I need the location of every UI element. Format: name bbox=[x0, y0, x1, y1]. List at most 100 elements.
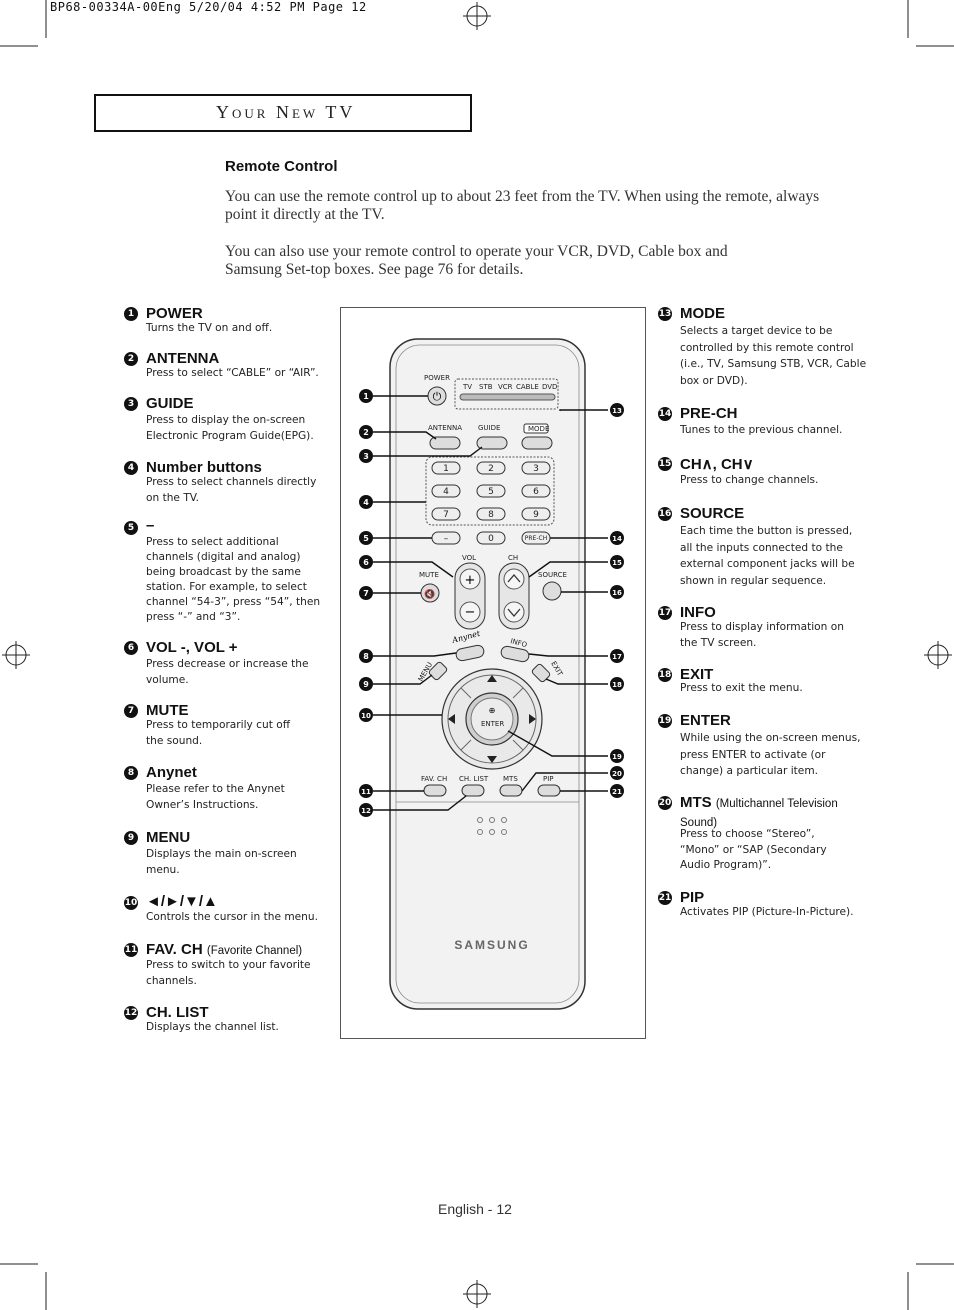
item-name: Number buttons bbox=[146, 459, 262, 476]
callout-number: 12 bbox=[124, 1006, 138, 1020]
item-desc: Tunes to the previous channel. bbox=[680, 424, 843, 436]
callout-number: 8 bbox=[124, 766, 138, 780]
digit-5-label: 5 bbox=[488, 487, 494, 497]
item-desc: Press to display information on the TV s… bbox=[680, 621, 844, 649]
mts-button[interactable] bbox=[499, 784, 523, 797]
vol-down-button[interactable] bbox=[459, 601, 481, 623]
item-desc: Press to select additional channels (dig… bbox=[146, 536, 321, 623]
digit-8-label: 8 bbox=[488, 510, 494, 520]
source-label: SOURCE bbox=[538, 571, 567, 579]
fav-ch-label: FAV. CH bbox=[421, 775, 447, 783]
svg-text:6: 6 bbox=[363, 558, 369, 567]
guide-button[interactable] bbox=[476, 436, 508, 450]
digit-9-label: 9 bbox=[533, 510, 539, 520]
ch-up-button[interactable] bbox=[503, 568, 525, 590]
callout-number: 10 bbox=[124, 896, 138, 910]
vol-label: VOL bbox=[462, 554, 476, 562]
mode-cable: CABLE bbox=[516, 383, 539, 391]
guide-label: GUIDE bbox=[478, 424, 500, 432]
info-button[interactable] bbox=[500, 645, 530, 663]
antenna-button[interactable] bbox=[429, 436, 461, 450]
arrow-up-icon[interactable] bbox=[487, 675, 497, 682]
item-name: MODE bbox=[680, 305, 725, 322]
pip-button[interactable] bbox=[537, 784, 561, 797]
svg-text:16: 16 bbox=[612, 589, 622, 597]
item-name: CH∧, CH∨ bbox=[680, 456, 754, 473]
source-button[interactable] bbox=[542, 581, 562, 601]
vol-up-button[interactable] bbox=[459, 568, 481, 590]
svg-text:10: 10 bbox=[361, 712, 371, 720]
svg-text:8: 8 bbox=[363, 652, 369, 661]
section-title: YOUR NEW TV bbox=[216, 102, 356, 122]
mode-vcr: VCR bbox=[498, 383, 513, 391]
item-desc: Each time the button is pressed, all the… bbox=[680, 525, 855, 587]
fav-ch-button[interactable] bbox=[423, 784, 447, 797]
mode-button[interactable] bbox=[521, 436, 553, 450]
callout-number: 18 bbox=[658, 668, 672, 682]
svg-text:14: 14 bbox=[612, 535, 622, 543]
callout-number: 4 bbox=[124, 461, 138, 475]
callout-number: 19 bbox=[658, 714, 672, 728]
antenna-label: ANTENNA bbox=[428, 424, 462, 432]
digit-6-button[interactable] bbox=[521, 484, 551, 498]
item-desc: Press to display the on-screen Electroni… bbox=[146, 414, 314, 442]
item-name: EXIT bbox=[680, 666, 714, 683]
arrow-left-icon[interactable] bbox=[448, 714, 455, 724]
digit-6-label: 6 bbox=[533, 487, 539, 497]
callout-number: 15 bbox=[658, 457, 672, 471]
pip-label: PIP bbox=[543, 775, 554, 783]
item-desc: Press to temporarily cut off the sound. bbox=[146, 719, 291, 747]
item-desc: Turns the TV on and off. bbox=[146, 322, 273, 334]
digit-4-button[interactable] bbox=[431, 484, 461, 498]
section-title-box bbox=[94, 94, 472, 132]
svg-text:9: 9 bbox=[363, 680, 369, 689]
callout-number: 13 bbox=[658, 307, 672, 321]
item-desc: Displays the main on-screen menu. bbox=[146, 848, 297, 876]
digit-4-label: 4 bbox=[443, 487, 449, 497]
svg-text:21: 21 bbox=[612, 788, 622, 796]
digit-7-button[interactable] bbox=[431, 507, 461, 521]
callout-number: 1 bbox=[124, 307, 138, 321]
digit-0-button[interactable] bbox=[476, 531, 506, 545]
item-desc: While using the on-screen menus, press E… bbox=[680, 732, 861, 777]
digit-2-label: 2 bbox=[488, 464, 494, 474]
item-name: INFO bbox=[680, 604, 716, 621]
digit-1-label: 1 bbox=[443, 464, 449, 474]
power-icon: ⏻ bbox=[433, 390, 442, 403]
digit-9-button[interactable] bbox=[521, 507, 551, 521]
item-name: MENU bbox=[146, 829, 191, 846]
item-subtitle: (Multichannel Television Sound) bbox=[680, 798, 838, 829]
svg-text:3: 3 bbox=[363, 452, 369, 461]
item-desc: Press to choose “Stereo”, “Mono” or “SAP… bbox=[680, 828, 827, 871]
digit-8-button[interactable] bbox=[476, 507, 506, 521]
item-name: Anynet bbox=[146, 764, 197, 781]
digit-5-button[interactable] bbox=[476, 484, 506, 498]
ch-down-button[interactable] bbox=[503, 601, 525, 623]
arrow-right-icon[interactable] bbox=[529, 714, 536, 724]
remote-illustration-frame bbox=[340, 307, 646, 1039]
svg-text:12: 12 bbox=[361, 807, 371, 815]
svg-text:18: 18 bbox=[612, 681, 622, 689]
item-desc: Displays the channel list. bbox=[146, 1021, 279, 1033]
item-name: MUTE bbox=[146, 702, 189, 719]
item-name: FAV. CH bbox=[146, 941, 203, 958]
item-name: SOURCE bbox=[680, 505, 745, 522]
mode-tv: TV bbox=[462, 383, 472, 391]
chevron-up-icon bbox=[507, 574, 521, 583]
speaker-mute-icon: 🔇 bbox=[424, 588, 435, 600]
dash-label: – bbox=[444, 534, 449, 544]
anynet-button[interactable] bbox=[455, 644, 485, 662]
menu-button[interactable] bbox=[428, 661, 448, 681]
item-subtitle: (Favorite Channel) bbox=[206, 945, 303, 957]
power-label: POWER bbox=[424, 374, 450, 382]
svg-text:13: 13 bbox=[612, 407, 622, 415]
item-desc: Press to select channels directly on the… bbox=[146, 476, 317, 504]
chevron-down-icon bbox=[507, 608, 521, 617]
digit-3-label: 3 bbox=[533, 464, 539, 474]
digit-1-button[interactable] bbox=[431, 461, 461, 475]
arrow-down-icon[interactable] bbox=[487, 756, 497, 763]
ch-list-button[interactable] bbox=[461, 784, 485, 797]
digit-2-button[interactable] bbox=[476, 461, 506, 475]
digit-3-button[interactable] bbox=[521, 461, 551, 475]
